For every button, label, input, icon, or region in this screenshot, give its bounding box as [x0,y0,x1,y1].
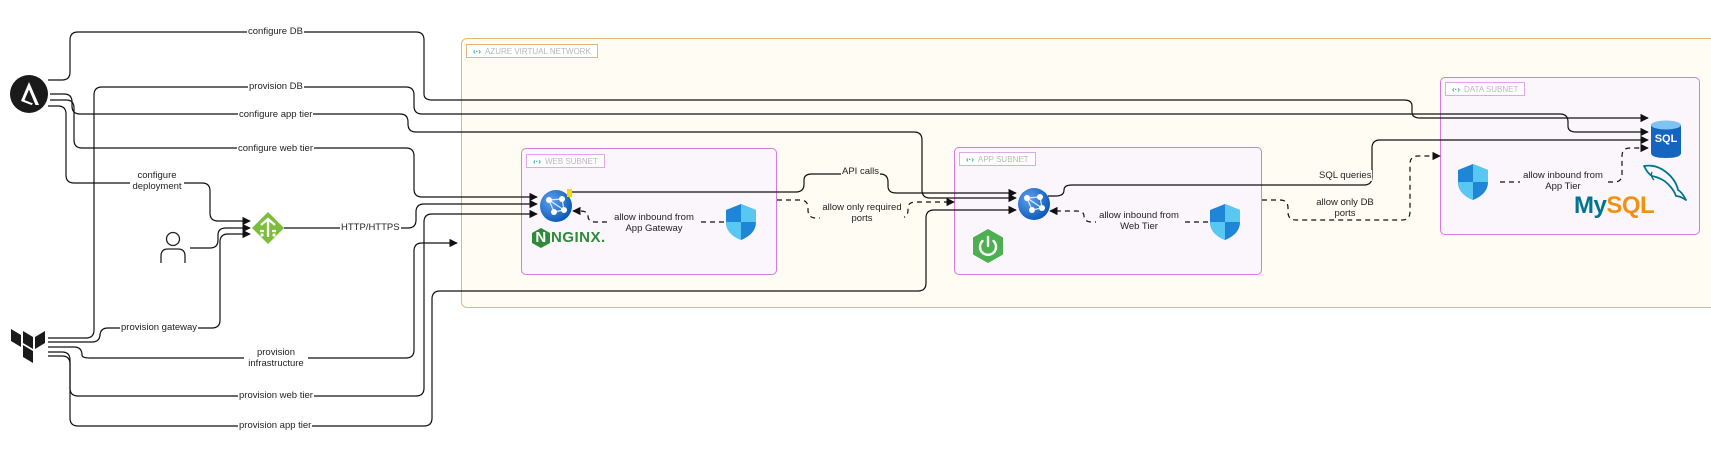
label-provision-db: provision DB [248,81,304,92]
edge-nsg-app-vm [1049,206,1208,223]
user-icon [160,231,186,263]
label-configure-deployment: configure deployment [130,170,184,192]
edge-sql-queries [1048,135,1649,197]
label-allow-inbound-app-tier: allow inbound from App Tier [1520,170,1606,192]
sql-database-text: SQL [1654,133,1678,145]
edge-user-gateway [190,223,251,249]
label-provision-app-tier: provision app tier [238,420,313,431]
edge-api-calls [568,173,1017,198]
edge-provision-app-tier [48,205,1017,427]
label-configure-web-tier: configure web tier [237,143,314,154]
sql-database-icon: SQL [1649,119,1683,159]
ansible-icon [10,75,48,113]
label-sql-queries: SQL queries [1318,170,1373,181]
label-provision-infrastructure: provision infrastructure [244,347,308,369]
label-provision-gateway: provision gateway [120,322,199,333]
app-gateway-icon [252,212,284,244]
data-subnet-label: ‹·›DATA SUBNET [1445,82,1526,96]
vm-web-icon [540,189,572,222]
edge-provision-infrastructure [48,238,458,359]
edge-provision-db [48,86,1649,339]
nsg-data-icon [1458,164,1488,200]
label-configure-db: configure DB [247,26,304,37]
edge-nsg-web-vm [572,206,724,223]
label-allow-inbound-app-gateway: allow inbound from App Gateway [611,212,697,234]
label-http-https: HTTP/HTTPS [340,222,401,233]
edge-configure-deployment [48,105,251,226]
nsg-app-icon [1210,204,1240,240]
label-api-calls: API calls [841,166,880,177]
edge-http-https [284,199,538,229]
vnet-label: ‹·›AZURE VIRTUAL NETWORK [466,44,598,58]
edge-nsg-data-db [1500,143,1649,183]
label-allow-only-required-ports: allow only required ports [820,202,904,224]
label-allow-only-db-ports: allow only DB ports [1312,197,1378,219]
label-allow-inbound-web-tier: allow inbound from Web Tier [1096,210,1182,232]
edge-configure-db [48,31,1649,123]
nsg-web-icon [726,204,756,240]
vm-app-icon [1018,188,1050,220]
label-configure-app-tier: configure app tier [238,109,314,120]
edge-allow-db-ports [1262,151,1441,221]
mysql-dolphin-icon [1643,164,1687,201]
mysql-logo: MySQL [1574,192,1655,219]
web-subnet-label: ‹·›WEB SUBNET [526,154,605,168]
spring-boot-icon [973,229,1003,263]
terraform-icon [11,329,45,363]
label-provision-web-tier: provision web tier [238,390,314,401]
app-subnet-label: ‹·›APP SUBNET [959,152,1036,166]
